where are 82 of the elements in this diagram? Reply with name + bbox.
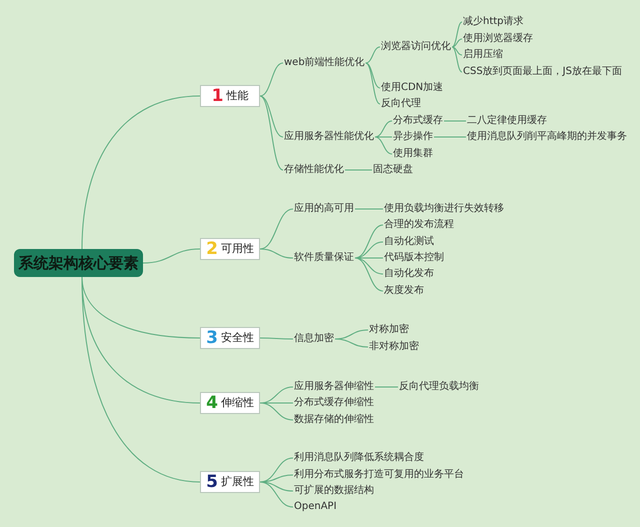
- branch-line: [260, 248, 294, 258]
- topic-number: 2: [206, 240, 218, 258]
- branch-line: [260, 96, 284, 138]
- branch-line: [434, 136, 466, 138]
- topic-number: 3: [206, 329, 218, 347]
- branch-text: 固态硬盘: [372, 163, 414, 177]
- branch-line: [374, 136, 392, 138]
- topic-number: 5: [206, 473, 218, 491]
- topic-box: [200, 238, 260, 260]
- branch-text: 代码版本控制: [383, 251, 445, 265]
- branch-line: [365, 62, 380, 104]
- branch-line: [354, 258, 384, 274]
- branch-text: OpenAPI: [293, 500, 338, 514]
- branch-text: 自动化测试: [383, 235, 435, 249]
- branch-text: 二八定律使用缓存: [466, 114, 548, 128]
- branch-line: [452, 46, 462, 72]
- branch-line: [374, 136, 392, 154]
- topic-label: 扩展性: [220, 475, 254, 489]
- branch-text: 应用服务器性能优化: [283, 130, 375, 144]
- branch-text: 利用消息队列降低系统耦合度: [293, 451, 425, 465]
- branch-text: 分布式缓存伸缩性: [293, 396, 375, 410]
- branch-text: 使用负载均衡进行失效转移: [383, 202, 505, 216]
- branch-text: 反向代理负载均衡: [398, 380, 480, 394]
- branch-line: [260, 62, 284, 96]
- topic-label: 可用性: [220, 242, 254, 256]
- branch-line: [374, 120, 392, 138]
- branch-line: [452, 46, 462, 56]
- branch-line: [82, 276, 200, 482]
- branch-text: 异步操作: [392, 130, 434, 144]
- branch-text: 减少http请求: [462, 15, 525, 29]
- topic-label: 安全性: [220, 331, 254, 345]
- topic-label: 性能: [226, 89, 248, 103]
- branch-line: [260, 338, 294, 340]
- topic-box: [200, 327, 260, 349]
- branch-line: [354, 208, 384, 210]
- topic-box: [200, 471, 260, 493]
- branch-line: [365, 46, 380, 64]
- branch-text: 利用分布式服务打造可复用的业务平台: [293, 468, 465, 482]
- branch-line: [452, 22, 462, 48]
- branch-line: [444, 120, 466, 122]
- topic-number: 1: [212, 87, 224, 105]
- branch-line: [82, 96, 200, 250]
- branch-text: 启用压缩: [462, 48, 504, 62]
- branch-text: web前端性能优化: [283, 56, 366, 70]
- branch-text: 应用服务器伸缩性: [293, 380, 375, 394]
- branch-line: [260, 458, 294, 482]
- branch-line: [260, 208, 294, 250]
- branch-line: [260, 402, 294, 420]
- branch-line: [260, 482, 294, 508]
- topic-box: [200, 85, 260, 107]
- topic-box: [200, 392, 260, 414]
- branch-line: [354, 258, 384, 292]
- branch-text: 反向代理: [380, 97, 422, 111]
- branch-line: [452, 38, 462, 48]
- branch-text: 分布式缓存: [392, 114, 444, 128]
- topic-label: 伸缩性: [220, 396, 254, 410]
- branch-text: 信息加密: [293, 332, 335, 346]
- topic-number: 4: [206, 394, 218, 412]
- branch-line: [354, 242, 384, 258]
- branch-line: [334, 338, 368, 348]
- branch-text: 可扩展的数据结构: [293, 484, 375, 498]
- branch-line: [260, 96, 284, 170]
- branch-text: 数据存储的伸缩性: [293, 413, 375, 427]
- branch-text: 软件质量保证: [293, 251, 355, 265]
- branch-text: 自动化发布: [383, 267, 435, 281]
- branch-text: 使用浏览器缓存: [462, 32, 534, 46]
- branch-text: 非对称加密: [368, 340, 420, 354]
- branch-text: 存储性能优化: [283, 163, 345, 177]
- branch-text: 浏览器访问优化: [380, 40, 452, 54]
- branch-text: 对称加密: [368, 323, 410, 337]
- branch-line: [374, 386, 398, 388]
- branch-text: 应用的高可用: [293, 202, 355, 216]
- branch-text: 灰度发布: [383, 284, 425, 298]
- branch-text: 合理的发布流程: [383, 218, 455, 232]
- branch-text: CSS放到页面最上面，JS放在最下面: [462, 65, 623, 79]
- branch-text: 使用CDN加速: [380, 81, 444, 95]
- branch-line: [365, 62, 380, 88]
- branch-line: [354, 224, 384, 258]
- branch-line: [142, 248, 200, 264]
- branch-text: 使用消息队列削平高峰期的并发事务: [466, 130, 628, 144]
- central-topic: 系统架构核心要素: [14, 249, 143, 277]
- branch-text: 使用集群: [392, 147, 434, 161]
